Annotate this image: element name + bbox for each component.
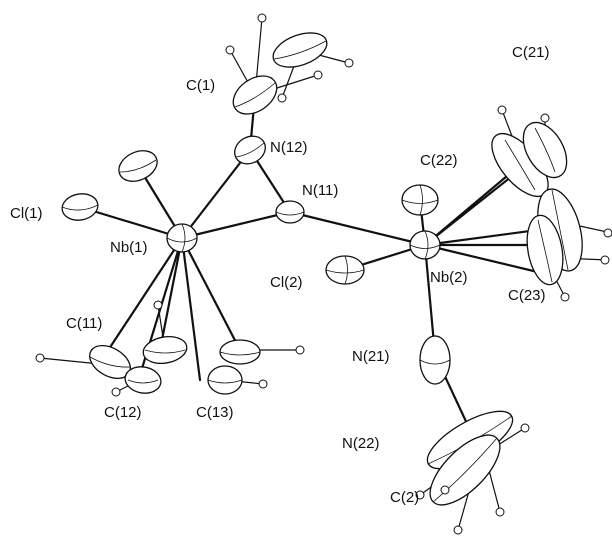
label-n21: N(21) [352,348,390,365]
atom-nb2 [409,230,441,260]
label-n12: N(12) [270,139,308,156]
label-c21: C(21) [512,44,550,61]
bond-nb1-cp1-c [158,236,184,352]
label-c13: C(13) [196,404,234,421]
bond-n11-nb2 [288,210,427,247]
atom-n12 [234,135,266,165]
cp-ring-1 [89,335,261,395]
label-c11: C(11) [66,315,102,332]
bond-nb1-n12 [180,148,252,240]
atom-nb1 [166,223,198,253]
bond-nb1-n11 [180,210,292,240]
label-cl2: Cl(2) [270,274,303,291]
label-c2: C(2) [390,489,419,506]
atom-cl2 [325,255,365,285]
bond-nb1-cp1-e [180,236,242,352]
hydrogen-atoms [35,13,612,535]
atom-n21 [419,335,451,385]
bond-nb2-cp2-e [423,243,552,277]
label-c22: C(22) [420,152,458,169]
atom-c1-partner [272,32,328,68]
label-c23: C(23) [508,287,546,304]
atom-nb1-upper-ligand [118,150,158,182]
label-c12: C(12) [104,404,142,421]
label-nb2: Nb(2) [430,269,468,286]
bond-nb1-cl1 [78,205,184,240]
label-n11: N(11) [302,182,338,199]
label-cl1: Cl(1) [10,205,43,222]
bond-nb1-cp1-a [103,236,184,357]
cp-ring-2 [491,121,583,286]
atom-c1 [232,75,278,115]
label-c1: C(1) [186,77,215,94]
label-nb1: Nb(1) [110,239,148,256]
label-n22: N(22) [342,435,380,452]
bond-nb1-cp1-d [180,236,202,382]
atom-nb2-upper-ligand [401,184,439,216]
hydrogen-bonds [39,17,612,531]
atom-cl1 [61,193,99,221]
atom-n11 [275,200,305,224]
